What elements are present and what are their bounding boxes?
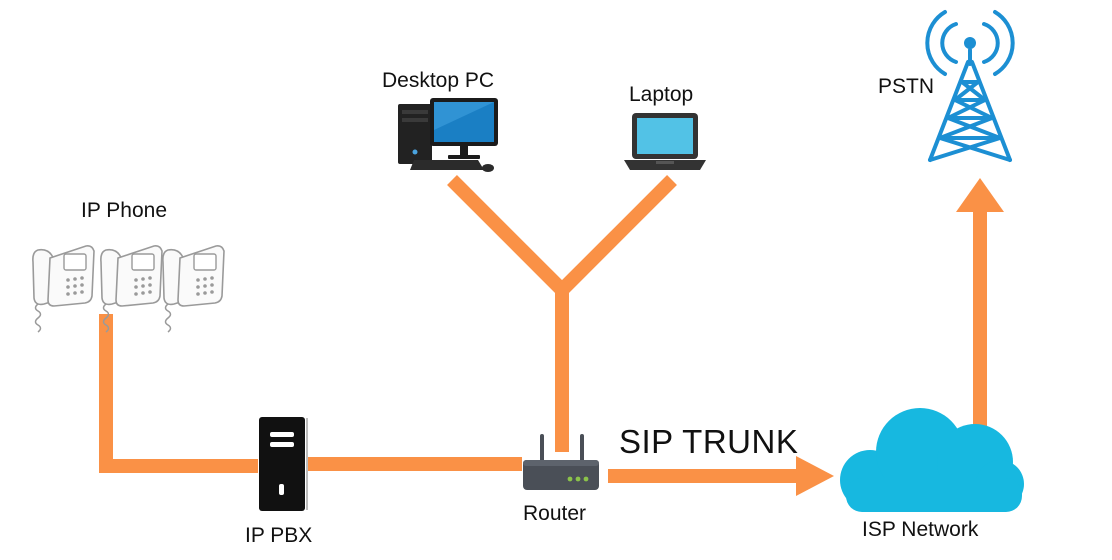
sip-trunk-arrow — [608, 456, 834, 496]
pstn-label: PSTN — [878, 75, 935, 98]
network-links — [99, 175, 1004, 496]
isp-network-label: ISP Network — [862, 518, 979, 541]
router-label: Router — [523, 502, 587, 525]
server-tower-icon — [259, 417, 308, 511]
cloud-icon — [840, 408, 1024, 512]
link-desktop-to-junction — [447, 175, 567, 295]
router-icon — [523, 434, 599, 490]
radio-tower-icon — [925, 10, 1015, 162]
desk-phone-icon — [32, 245, 95, 333]
laptop-label: Laptop — [629, 83, 694, 106]
desktop-computer-icon — [398, 98, 498, 172]
sip-trunk-label: SIP TRUNK — [619, 423, 799, 460]
desk-phone-icon — [162, 245, 225, 333]
ip-pbx-label: IP PBX — [245, 524, 313, 547]
ip-phone-group — [32, 245, 225, 333]
ip-phone-label: IP Phone — [81, 199, 168, 222]
desktop-pc-label: Desktop PC — [382, 69, 495, 92]
link-phone-to-pbx — [99, 314, 258, 473]
isp-to-pstn-arrow — [956, 178, 1004, 436]
link-laptop-to-junction — [557, 175, 677, 295]
laptop-icon — [624, 113, 706, 170]
